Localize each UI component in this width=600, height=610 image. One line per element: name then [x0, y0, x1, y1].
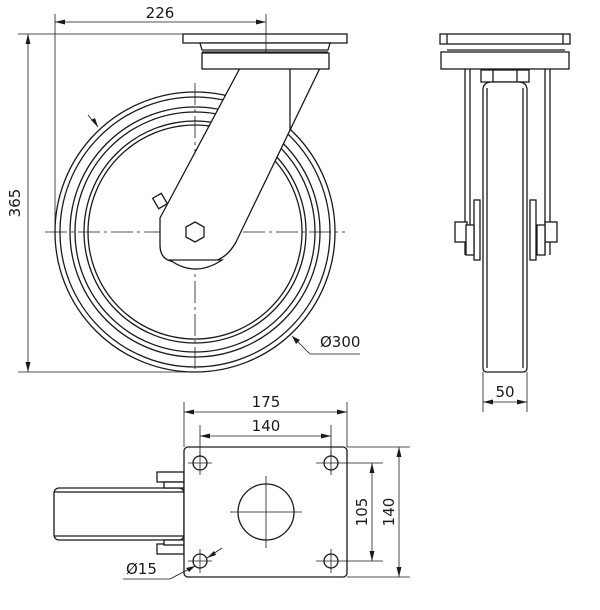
axle-nut — [185, 221, 205, 243]
dim-wheel-width: 50 — [482, 372, 528, 412]
dim-bolt-hole-diameter: Ø15 — [123, 547, 223, 580]
dim-offset: 226 — [54, 4, 267, 240]
front-view: 226 365 Ø300 — [6, 4, 360, 373]
kingpin-nut — [480, 69, 530, 83]
axle-bolt-right — [544, 221, 558, 243]
top-wheel — [53, 487, 185, 541]
dim-hole-spacing-y-label: 105 — [353, 498, 371, 527]
top-plate-front — [182, 33, 348, 70]
dim-plate-length: 140 — [347, 446, 410, 578]
dim-hole-spacing-x-label: 140 — [252, 417, 281, 435]
bolt-holes — [188, 451, 383, 573]
dim-bolt-hole-diameter-label: Ø15 — [126, 560, 157, 578]
dim-total-height-label: 365 — [6, 189, 24, 218]
brake-tab — [151, 192, 169, 210]
dim-hole-spacing-y: 105 — [353, 463, 375, 561]
dim-plate-width-label: 175 — [252, 393, 281, 411]
dim-wheel-width-label: 50 — [495, 383, 514, 401]
side-view: 50 — [439, 33, 571, 412]
axle-bolt-left — [454, 221, 468, 243]
fork-arm — [159, 67, 322, 270]
dim-wheel-diameter-label: Ø300 — [320, 333, 360, 351]
dim-plate-length-label: 140 — [380, 498, 398, 527]
dim-hole-spacing-x: 140 — [199, 417, 332, 456]
top-view: 175 140 105 140 — [53, 393, 410, 580]
dim-plate-width: 175 — [183, 393, 348, 447]
dim-wheel-diameter: Ø300 — [291, 333, 360, 355]
side-wheel — [482, 81, 528, 373]
dim-total-height: 365 — [6, 33, 195, 373]
dim-offset-label: 226 — [146, 4, 175, 22]
